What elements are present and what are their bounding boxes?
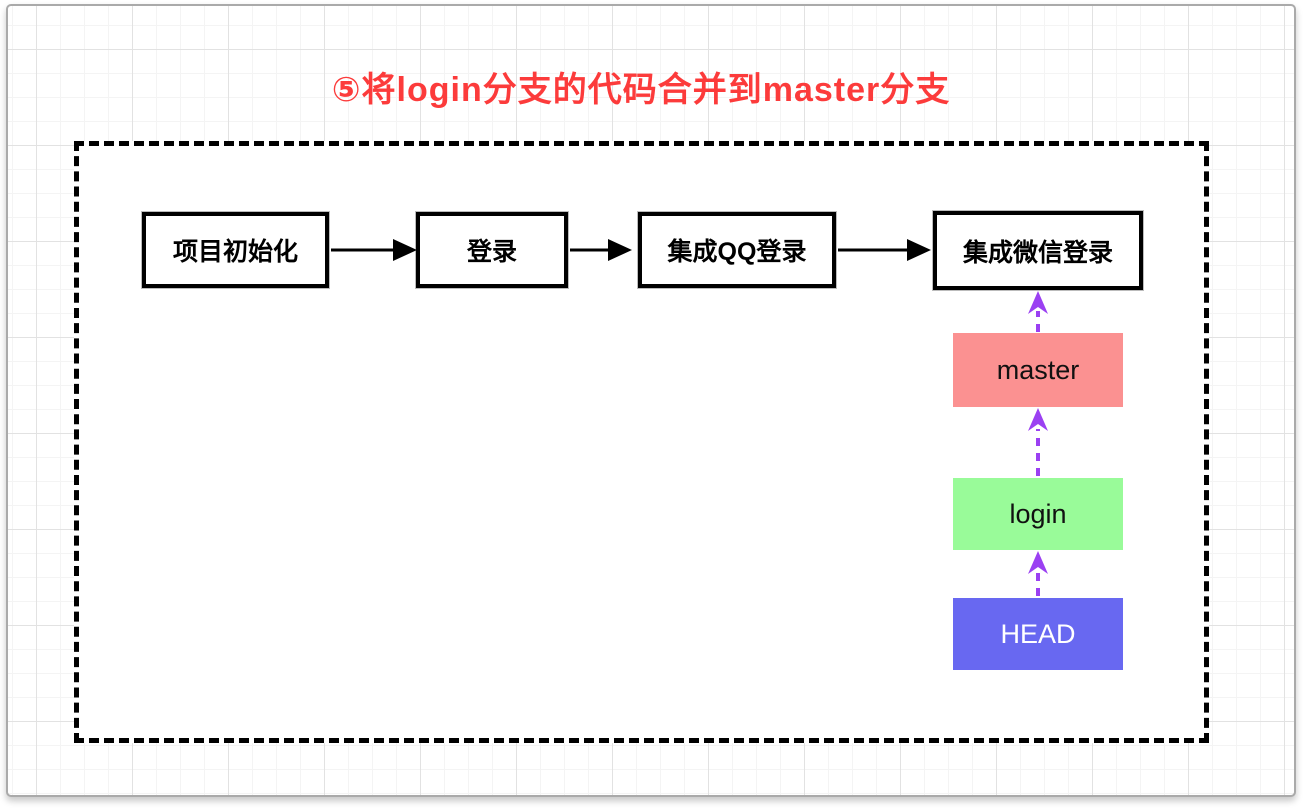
branch-node-label: master [996,354,1080,385]
branch-node-label: HEAD [1000,618,1076,649]
branch-node-login[interactable]: login [953,478,1123,550]
flow-node-label: 项目初始化 [172,238,298,266]
flow-node-project-init[interactable]: 项目初始化 [142,212,329,288]
branch-node-head[interactable]: HEAD [953,598,1123,670]
flow-node-wechat-login[interactable]: 集成微信登录 [933,211,1143,290]
branch-node-master[interactable]: master [953,333,1123,407]
flow-node-login[interactable]: 登录 [416,212,568,288]
flow-node-qq-login[interactable]: 集成QQ登录 [638,212,836,288]
branch-node-label: login [1009,498,1067,529]
flow-node-label: 集成微信登录 [962,238,1113,267]
flow-node-label: 集成QQ登录 [667,238,807,266]
diagram-title: ⑤将login分支的代码合并到master分支 [331,71,951,109]
flow-node-label: 登录 [466,238,517,266]
